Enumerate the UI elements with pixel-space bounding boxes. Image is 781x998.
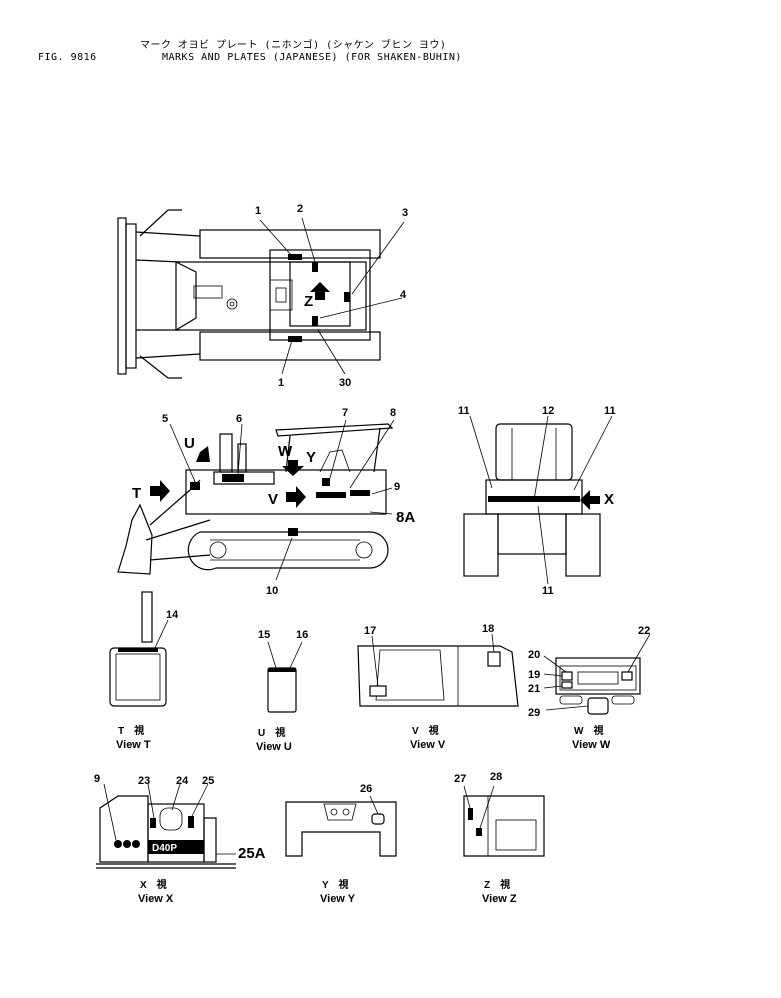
title-english: MARKS AND PLATES (JAPANESE) (FOR SHAKEN-…: [162, 52, 462, 63]
callout: 3: [402, 207, 408, 219]
callout: 12: [542, 405, 554, 417]
callout: 8: [390, 407, 396, 419]
callout: 27: [454, 773, 466, 785]
callout: 11: [542, 585, 554, 597]
callout: 20: [528, 649, 540, 661]
view-v-kanji: V 視: [412, 724, 439, 737]
view-x-kanji: X 視: [140, 878, 167, 891]
callout: 26: [360, 783, 372, 795]
view-y-kanji: Y 視: [322, 878, 349, 891]
title-japanese: マーク オヨビ プレート (ニホンゴ) (シャケン ブヒン ヨウ): [140, 40, 447, 51]
callout: 6: [236, 413, 242, 425]
view-w-drawing: [543, 633, 651, 715]
view-letter-v: V: [268, 491, 278, 508]
callout: 17: [364, 625, 376, 637]
view-t-drawing: [109, 591, 169, 707]
figure-number: FIG. 9816: [38, 52, 97, 63]
view-x-label: View X: [138, 893, 174, 905]
callout: 10: [266, 585, 278, 597]
callout: 25: [202, 775, 214, 787]
view-w-kanji: W 視: [574, 724, 603, 737]
callout: 7: [342, 407, 348, 419]
callout: 25A: [238, 845, 266, 862]
callout: 2: [297, 203, 303, 215]
view-z-drawing: [463, 785, 545, 857]
view-y-label: View Y: [320, 893, 356, 905]
callout: 11: [604, 405, 616, 417]
callout: 8A: [396, 509, 415, 526]
view-letter-u: U: [184, 435, 195, 452]
view-letter-w: W: [278, 443, 293, 460]
view-x-drawing: D40P: [96, 783, 236, 869]
callout: 5: [162, 413, 168, 425]
callout: 30: [339, 377, 351, 389]
view-t-label: View T: [116, 739, 151, 751]
callout: 1: [255, 205, 261, 217]
view-letter-y: Y: [306, 449, 316, 466]
callout: 1: [278, 377, 284, 389]
view-w-label: View W: [572, 739, 611, 751]
view-u-kanji: U 視: [258, 726, 285, 739]
callout: 21: [528, 683, 540, 695]
callout: 9: [394, 481, 400, 493]
dozer-side-view: [117, 419, 395, 581]
dozer-rear-view: [463, 415, 613, 585]
callout: 16: [296, 629, 308, 641]
callout: 29: [528, 707, 540, 719]
view-t-kanji: T 視: [118, 724, 144, 737]
callout: 24: [176, 775, 189, 787]
callout: 15: [258, 629, 270, 641]
view-u-drawing: [267, 641, 303, 713]
view-letter-x: X: [604, 491, 614, 508]
view-z-kanji: Z 視: [484, 878, 510, 891]
view-y-drawing: [285, 795, 397, 857]
view-z-label: View Z: [482, 893, 517, 905]
dozer-top-view: [117, 209, 405, 379]
callout: 11: [458, 405, 470, 417]
view-u-label: View U: [256, 741, 292, 753]
callout: 14: [166, 609, 179, 621]
callout: 19: [528, 669, 540, 681]
view-letter-t: T: [132, 485, 141, 502]
callout: 22: [638, 625, 650, 637]
callout: 18: [482, 623, 494, 635]
callout: 4: [400, 289, 407, 301]
callout: 23: [138, 775, 150, 787]
callout: 28: [490, 771, 502, 783]
view-v-label: View V: [410, 739, 446, 751]
view-v-drawing: [357, 633, 519, 707]
view-letter-z: Z: [304, 293, 313, 310]
model-plate-text: D40P: [152, 843, 177, 854]
callout: 9: [94, 773, 100, 785]
